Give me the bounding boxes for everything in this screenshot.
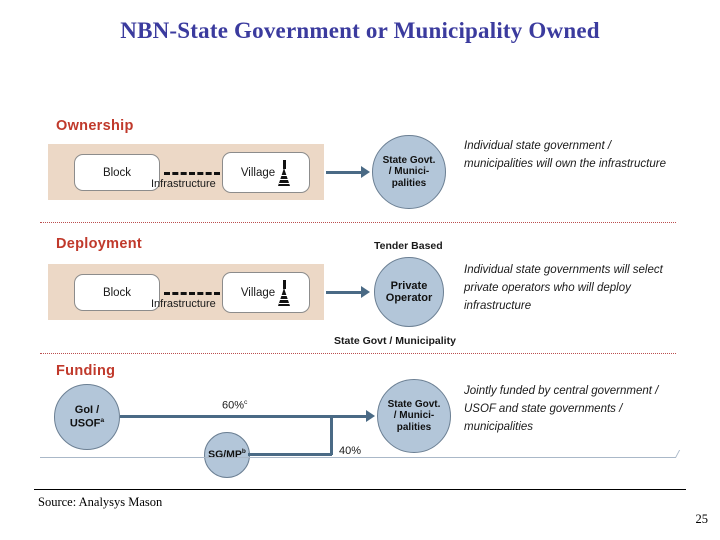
arrow-head-funding bbox=[366, 410, 375, 422]
block-box-deployment: Block bbox=[74, 274, 160, 311]
section-label-funding: Funding bbox=[56, 363, 116, 379]
node-line-2: / Munici- bbox=[393, 410, 435, 422]
node-gol-usof: GoI / USOFa bbox=[54, 384, 120, 450]
description-funding: Jointly funded by central government / U… bbox=[464, 385, 659, 433]
page-number: 25 bbox=[695, 512, 709, 526]
ownership-panel: Block Infrastructure Village bbox=[48, 144, 324, 200]
description-ownership: Individual state government / municipali… bbox=[464, 140, 666, 170]
share-label-60: 60%c bbox=[222, 399, 248, 412]
node-state-govt-ownership: State Govt. / Munici- palities bbox=[372, 135, 446, 209]
infrastructure-label-deployment: Infrastructure bbox=[151, 298, 216, 310]
funding-line-40-vertical bbox=[330, 415, 333, 455]
caption-state-govt-municipality: State Govt / Municipality bbox=[334, 335, 456, 347]
node-line-3: palities bbox=[391, 177, 427, 189]
node-private-operator: Private Operator bbox=[374, 257, 444, 327]
page-title: NBN-State Government or Municipality Own… bbox=[120, 18, 600, 43]
village-label-ownership: Village bbox=[240, 166, 276, 179]
source-note: Source: Analysys Mason bbox=[38, 495, 163, 509]
telecom-tower-icon bbox=[278, 279, 291, 306]
node-line-3: palities bbox=[396, 421, 432, 433]
section-funding: Funding GoI / USOFa 60%c SG/MPb 40% bbox=[36, 357, 684, 478]
description-deployment: Individual state governments will select… bbox=[464, 264, 663, 312]
village-box-ownership: Village bbox=[222, 152, 310, 193]
block-box-ownership: Block bbox=[74, 154, 160, 191]
footnote-marker-b: b bbox=[241, 448, 246, 456]
node-line-1: State Govt. bbox=[387, 399, 441, 411]
infrastructure-label-ownership: Infrastructure bbox=[151, 178, 216, 190]
node-line-1: SG/MP bbox=[208, 448, 242, 461]
section-divider-1 bbox=[40, 222, 676, 223]
node-line-2: / Munici- bbox=[388, 166, 430, 178]
arrow-ownership bbox=[326, 171, 362, 174]
diagram-bottom-rule bbox=[40, 457, 676, 458]
section-deployment: Deployment Block Infrastructure Village … bbox=[36, 230, 684, 348]
village-label-deployment: Village bbox=[240, 286, 276, 299]
arrow-head-deployment bbox=[361, 286, 370, 298]
section-ownership: Ownership Block Infrastructure Village S… bbox=[36, 112, 684, 218]
footnote-marker-a: a bbox=[100, 416, 105, 424]
section-divider-2 bbox=[40, 353, 676, 354]
footnote-marker-c: c bbox=[244, 399, 248, 406]
footer-divider bbox=[34, 489, 686, 490]
node-line-1: Private bbox=[390, 279, 428, 292]
node-line-2: Operator bbox=[385, 292, 433, 304]
arrow-deployment bbox=[326, 291, 362, 294]
telecom-tower-icon bbox=[278, 159, 291, 186]
infrastructure-link-ownership bbox=[164, 172, 220, 175]
share-label-40: 40% bbox=[339, 445, 362, 457]
node-sg-mp: SG/MPb bbox=[204, 432, 250, 478]
node-line-1: State Govt. bbox=[382, 155, 436, 167]
funding-line-40-horizontal bbox=[248, 453, 332, 456]
section-label-deployment: Deployment bbox=[56, 236, 142, 252]
node-line-2: USOF bbox=[69, 417, 101, 430]
section-label-ownership: Ownership bbox=[56, 118, 134, 134]
node-line-1: GoI / bbox=[74, 404, 100, 417]
caption-tender-based: Tender Based bbox=[374, 240, 443, 252]
node-state-govt-funding: State Govt. / Munici- palities bbox=[377, 379, 451, 453]
funding-line-60 bbox=[120, 415, 332, 418]
deployment-panel: Block Infrastructure Village bbox=[48, 264, 324, 320]
infrastructure-link-deployment bbox=[164, 292, 220, 295]
village-box-deployment: Village bbox=[222, 272, 310, 313]
funding-line-to-node bbox=[330, 415, 368, 418]
diagram-canvas: Ownership Block Infrastructure Village S… bbox=[36, 112, 684, 478]
arrow-head-ownership bbox=[361, 166, 370, 178]
